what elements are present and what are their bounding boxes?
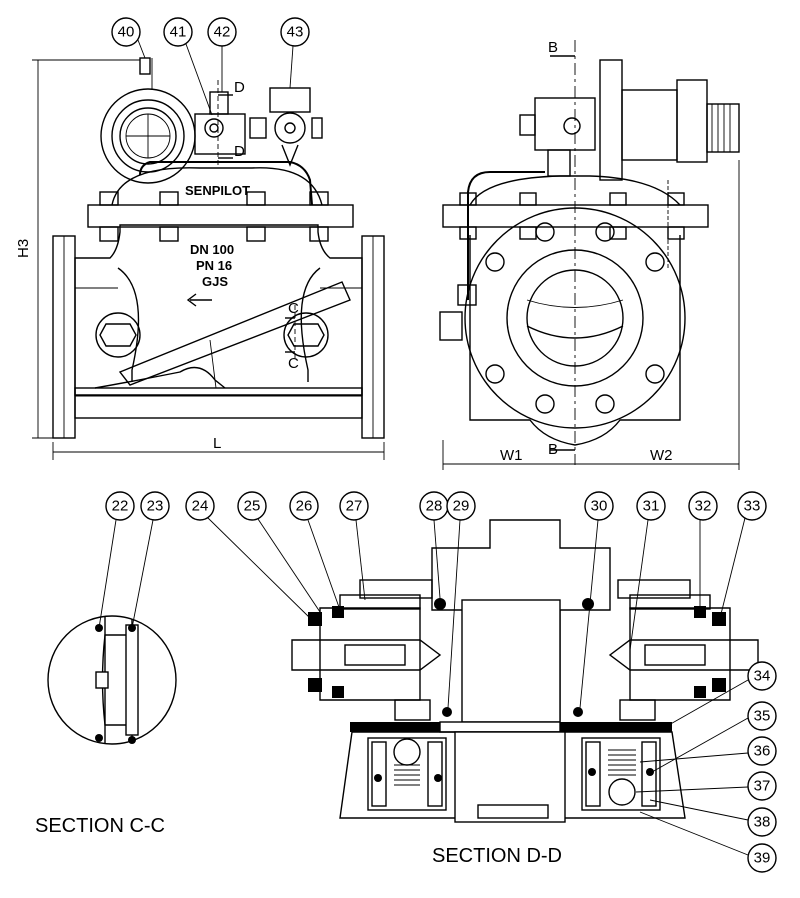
left-stem bbox=[291, 639, 442, 671]
size-marking: DN 100 bbox=[190, 242, 234, 257]
valve-base bbox=[74, 387, 363, 419]
pressure-marking: PN 16 bbox=[196, 258, 232, 273]
balloon-29 bbox=[446, 491, 476, 521]
control-tube bbox=[467, 171, 545, 300]
brand-marking: SENPILOT bbox=[185, 183, 250, 198]
seat-wall bbox=[118, 281, 351, 386]
svg-text:29: 29 bbox=[453, 498, 470, 515]
balloon-30 bbox=[584, 491, 614, 521]
svg-text:25: 25 bbox=[244, 498, 261, 515]
svg-text:41: 41 bbox=[170, 24, 187, 41]
balloon-36 bbox=[747, 736, 777, 766]
top-balloons: 40 41 42 43 bbox=[111, 17, 310, 116]
left-cartridge bbox=[367, 737, 447, 811]
balloon-26 bbox=[289, 491, 319, 521]
cover-flange bbox=[87, 204, 354, 228]
balloon-25 bbox=[237, 491, 267, 521]
balloon-39 bbox=[747, 843, 777, 873]
valve-body bbox=[74, 224, 363, 396]
svg-text:23: 23 bbox=[147, 498, 164, 515]
svg-text:34: 34 bbox=[754, 668, 771, 685]
balloon-37 bbox=[747, 771, 777, 801]
front-view: SENPILOT D D C C bbox=[15, 57, 385, 460]
dim-l: L bbox=[213, 435, 221, 452]
balloon-40 bbox=[111, 17, 141, 47]
material-marking: GJS bbox=[202, 274, 228, 289]
svg-text:35: 35 bbox=[754, 708, 771, 725]
balloon-22 bbox=[105, 491, 135, 521]
svg-text:36: 36 bbox=[754, 743, 771, 760]
section-d-lower: D bbox=[234, 143, 245, 160]
svg-text:30: 30 bbox=[591, 498, 608, 515]
caption-section-d: SECTION D-D bbox=[432, 845, 562, 867]
balloon-33 bbox=[737, 491, 767, 521]
left-plug bbox=[95, 312, 141, 358]
balloon-38 bbox=[747, 807, 777, 837]
svg-text:42: 42 bbox=[214, 24, 231, 41]
balloon-41 bbox=[163, 17, 193, 47]
balloon-27 bbox=[339, 491, 369, 521]
dim-h3: H3 bbox=[15, 239, 32, 258]
section-b-upper: B bbox=[548, 39, 558, 56]
svg-text:33: 33 bbox=[744, 498, 761, 515]
svg-text:26: 26 bbox=[296, 498, 313, 515]
balloon-43 bbox=[280, 17, 310, 47]
svg-text:27: 27 bbox=[346, 498, 363, 515]
section-b-lower: B bbox=[548, 441, 558, 458]
caption-section-c: SECTION C-C bbox=[35, 815, 165, 837]
right-plug bbox=[283, 312, 329, 358]
balloon-34 bbox=[747, 661, 777, 691]
dim-w2: W2 bbox=[650, 447, 673, 464]
svg-text:37: 37 bbox=[754, 778, 771, 795]
svg-text:24: 24 bbox=[192, 498, 209, 515]
section-c-c: SECTION C-C bbox=[35, 615, 177, 837]
flow-arrow bbox=[186, 293, 212, 307]
balloon-32 bbox=[688, 491, 718, 521]
svg-text:28: 28 bbox=[426, 498, 443, 515]
balloon-23 bbox=[140, 491, 170, 521]
dim-w1: W1 bbox=[500, 447, 523, 464]
svg-text:43: 43 bbox=[287, 24, 304, 41]
side-view: B B W1 W2 bbox=[439, 39, 740, 470]
section-c-upper: C bbox=[288, 300, 299, 317]
side-cover-flange bbox=[442, 204, 709, 228]
svg-text:39: 39 bbox=[754, 850, 771, 867]
svg-text:31: 31 bbox=[643, 498, 660, 515]
section-balloons: 22 23 24 25 26 27 28 29 30 31 32 33 bbox=[98, 491, 777, 873]
svg-text:40: 40 bbox=[118, 24, 135, 41]
svg-text:38: 38 bbox=[754, 814, 771, 831]
balloon-24 bbox=[185, 491, 215, 521]
section-d-d: SECTION D-D bbox=[291, 519, 759, 867]
adjusting-knob bbox=[706, 103, 740, 153]
balloon-31 bbox=[636, 491, 666, 521]
section-d-upper: D bbox=[234, 79, 245, 96]
svg-text:22: 22 bbox=[112, 498, 129, 515]
section-c-lower: C bbox=[288, 355, 299, 372]
balloon-35 bbox=[747, 701, 777, 731]
svg-text:32: 32 bbox=[695, 498, 712, 515]
pilot-valve bbox=[274, 112, 306, 144]
side-pilot bbox=[534, 97, 596, 151]
